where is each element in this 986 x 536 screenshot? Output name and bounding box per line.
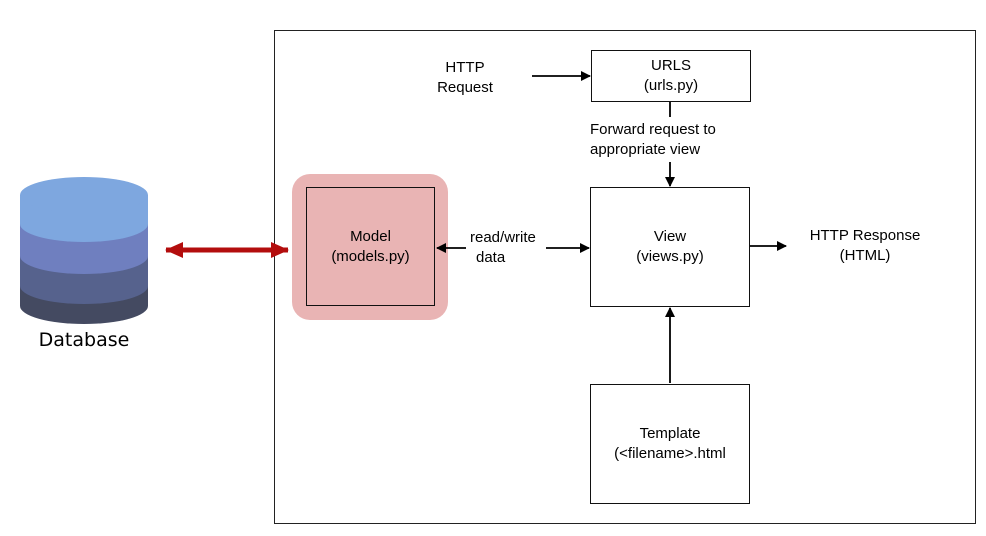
view-title: View [653, 228, 687, 245]
http-request-label: HTTP Request [420, 58, 510, 98]
database-label: Database [38, 329, 130, 351]
rw-line1: read/write [470, 229, 536, 246]
model-file: (models.py) [331, 247, 410, 265]
read-write-label: read/write data [470, 228, 536, 268]
database-cylinder [20, 177, 148, 324]
diagram-frame [274, 30, 976, 524]
template-file: (<filename>.html [614, 445, 726, 462]
template-title: Template [639, 425, 701, 442]
rw-line2: data [476, 249, 506, 266]
response-line1: HTTP Response [809, 227, 921, 244]
forward-line2: appropriate view [590, 141, 701, 158]
forward-request-label: Forward request to appropriate view [590, 120, 716, 160]
model-box: Model (models.py) [306, 187, 435, 306]
view-file: (views.py) [636, 248, 704, 265]
template-box: Template (<filename>.html [590, 384, 750, 504]
response-line2: (HTML) [839, 247, 891, 264]
model-highlight [292, 174, 448, 320]
model-title: Model [350, 227, 391, 245]
urls-box: URLS (urls.py) [591, 50, 751, 102]
forward-line1: Forward request to [590, 121, 716, 138]
http-response-label: HTTP Response (HTML) [790, 226, 940, 266]
view-box: View (views.py) [590, 187, 750, 307]
urls-file: (urls.py) [643, 77, 699, 94]
http-request-line2: Request [437, 79, 493, 96]
urls-title: URLS [650, 57, 691, 74]
http-request-line1: HTTP [445, 59, 485, 76]
